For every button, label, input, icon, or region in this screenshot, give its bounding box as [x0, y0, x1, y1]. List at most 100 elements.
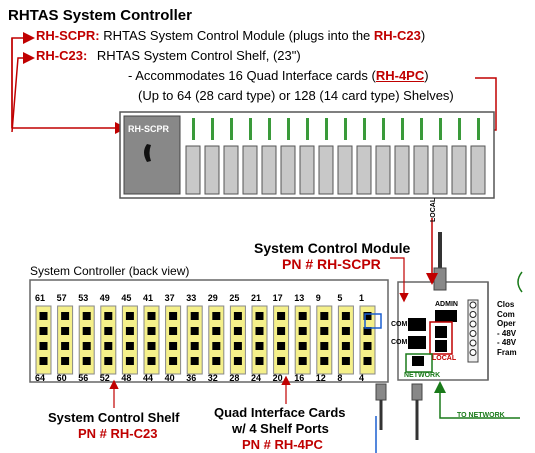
terminal-screw [469, 311, 477, 318]
port-number-bottom: 20 [272, 373, 283, 383]
phone-icon [144, 144, 151, 162]
card-port [341, 342, 350, 350]
card-port [82, 327, 91, 335]
top-card [394, 145, 410, 195]
port-number-bottom: 64 [35, 373, 46, 383]
com2-port [408, 336, 426, 349]
port-number-top: 9 [315, 293, 321, 303]
module-panel [397, 281, 489, 381]
top-card [337, 145, 353, 195]
card-port [169, 342, 178, 350]
card-port [82, 342, 91, 350]
cards-pn: PN # RH-4PC [242, 437, 323, 452]
top-card-led [363, 118, 366, 140]
module-pn: PN # RH-SCPR [282, 256, 381, 272]
top-card-led [211, 118, 214, 140]
top-card-led [325, 118, 328, 140]
card-port [363, 357, 372, 365]
port-number-bottom: 36 [186, 373, 197, 383]
shelf-plug [375, 383, 387, 401]
bottom-shelf-cards [35, 305, 376, 375]
card-port [298, 327, 307, 335]
card-port [190, 342, 199, 350]
terminal-screw [469, 349, 477, 356]
top-card-led [458, 118, 461, 140]
terminal-screw [469, 330, 477, 337]
scpr-desc: RHTAS System Control Module (plugs into … [103, 28, 371, 43]
admin-port [435, 310, 457, 322]
port-number-bottom: 32 [207, 373, 218, 383]
local-highlight [429, 321, 453, 355]
card-port [277, 327, 286, 335]
card-port [104, 312, 113, 320]
top-card-led [344, 118, 347, 140]
c23-code: RH-C23: [36, 48, 88, 63]
card-port [341, 357, 350, 365]
network-plug [411, 383, 423, 401]
card-port [39, 327, 48, 335]
terminal-label: Oper [497, 319, 516, 328]
card-port [255, 327, 264, 335]
card-port [39, 342, 48, 350]
port-number-bottom: 40 [164, 373, 175, 383]
port-number-bottom: 12 [315, 373, 326, 383]
terminal-label: - 48V [497, 338, 517, 347]
card-port [341, 327, 350, 335]
card-port [61, 327, 70, 335]
top-card [280, 145, 296, 195]
card-port [147, 327, 156, 335]
card-port [233, 342, 242, 350]
top-card-led [439, 118, 442, 140]
4pc-ref: RH-4PC [375, 68, 425, 83]
com2-label: COM 2 [391, 339, 414, 346]
card-port [169, 357, 178, 365]
card-port [320, 312, 329, 320]
module-label: RH-SCPR [128, 124, 170, 134]
module-title: System Control Module [254, 240, 411, 256]
card-port [363, 312, 372, 320]
card-port [298, 342, 307, 350]
top-card [432, 145, 448, 195]
card-port [147, 342, 156, 350]
terminal-label: - 48V [497, 328, 517, 338]
top-card-led [192, 118, 195, 140]
card-port [363, 327, 372, 335]
card-port [233, 357, 242, 365]
admin-label: ADMIN [435, 301, 458, 308]
card-port [255, 312, 264, 320]
top-card-led [268, 118, 271, 140]
port-number-bottom: 44 [143, 373, 154, 383]
port-number-top: 33 [186, 293, 197, 303]
4pc-end: ) [424, 68, 429, 83]
card-port [255, 342, 264, 350]
card-port [61, 312, 70, 320]
network-port-label: NETWORK [404, 372, 441, 379]
card-port [363, 342, 372, 350]
shelf-title: System Control Shelf [48, 410, 180, 425]
to-network-arrow [434, 381, 520, 419]
card-port [61, 357, 70, 365]
scpr-end: ) [420, 28, 426, 43]
top-card [318, 145, 334, 195]
local-port-label: LOCAL [432, 355, 457, 362]
card-1-highlight [364, 313, 382, 329]
arrow-c23-line [11, 52, 35, 133]
terminal-screw [469, 320, 477, 328]
card-port [125, 342, 134, 350]
module-leader [390, 257, 409, 303]
port-number-bottom: 8 [337, 373, 343, 383]
local-plug [433, 267, 447, 291]
terminal-label: Clos [497, 300, 515, 309]
top-card [242, 145, 258, 195]
line-c23: RH-C23: RHTAS System Control Shelf, (23"… [36, 48, 301, 63]
com1-label: COM 1 [391, 321, 414, 328]
top-card-led [477, 118, 480, 140]
terminal-label: Com [497, 309, 515, 319]
card-port [298, 357, 307, 365]
card-port [277, 312, 286, 320]
card-port [147, 357, 156, 365]
scpr-ref: RH-C23 [373, 28, 421, 43]
port-number-bottom: 52 [99, 373, 110, 383]
card-port [39, 357, 48, 365]
top-card-led [249, 118, 252, 140]
